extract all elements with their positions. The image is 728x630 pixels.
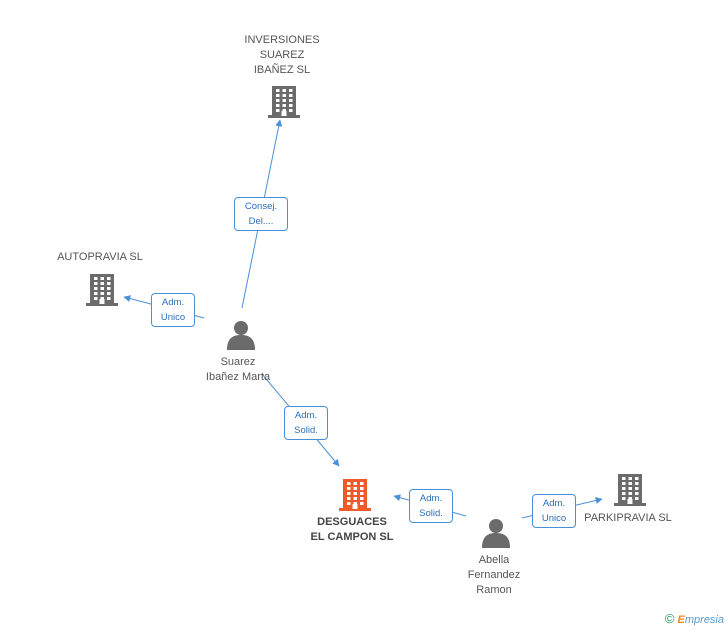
brand-initial: E xyxy=(677,614,685,626)
label-line: EL CAMPON SL xyxy=(310,531,394,543)
edge-label-line: Unico xyxy=(541,513,567,524)
edge-label-adm-unico-autopravia[interactable]: Adm. Unico xyxy=(151,293,195,327)
label-line: Ramon xyxy=(476,584,512,596)
person-icon[interactable] xyxy=(482,518,510,553)
building-icon[interactable] xyxy=(339,477,371,516)
edge-label-line: Adm. xyxy=(294,410,318,421)
label-line: AUTOPRAVIA SL xyxy=(57,251,143,263)
building-icon[interactable] xyxy=(86,272,118,311)
edge-label-adm-solid-abella[interactable]: Adm. Solid. xyxy=(409,489,453,523)
label-line: PARKIPRAVIA SL xyxy=(584,512,672,524)
node-label-parkipravia[interactable]: PARKIPRAVIA SL xyxy=(568,511,688,526)
edge-label-line: Solid. xyxy=(419,508,443,519)
edge-label-line: Adm. xyxy=(161,297,185,308)
node-label-inversiones[interactable]: INVERSIONES SUAREZ IBAÑEZ SL xyxy=(222,33,342,78)
node-label-suarez[interactable]: Suarez Ibañez Marta xyxy=(178,355,298,385)
building-icon[interactable] xyxy=(614,472,646,511)
building-icon[interactable] xyxy=(268,84,300,123)
person-icon[interactable] xyxy=(227,320,255,355)
edge-label-line: Adm. xyxy=(542,498,566,509)
brand-rest: mpresia xyxy=(684,614,724,626)
node-label-abella[interactable]: Abella Fernandez Ramon xyxy=(434,553,554,598)
edge-label-adm-solid-suarez[interactable]: Adm. Solid. xyxy=(284,406,328,440)
edge-label-line: Solid. xyxy=(294,425,318,436)
edge-label-line: Consej. xyxy=(244,201,278,212)
brand-logo: Empresia xyxy=(678,614,724,626)
node-label-autopravia[interactable]: AUTOPRAVIA SL xyxy=(40,250,160,265)
edge-label-line: Adm. xyxy=(419,493,443,504)
edge-label-line: Unico xyxy=(160,312,186,323)
brand-footer: © Empresia xyxy=(665,611,724,626)
label-line: Fernandez xyxy=(467,569,521,581)
label-line: INVERSIONES xyxy=(244,34,320,46)
label-line: Ibañez Marta xyxy=(205,371,271,383)
label-line: SUAREZ xyxy=(259,49,305,61)
label-line: DESGUACES xyxy=(317,516,387,528)
label-line: IBAÑEZ SL xyxy=(253,64,311,76)
node-label-desguaces[interactable]: DESGUACES EL CAMPON SL xyxy=(292,515,412,545)
label-line: Abella xyxy=(478,554,510,566)
edge-label-line: Del.... xyxy=(248,216,274,227)
copyright-icon: © xyxy=(664,611,675,626)
edge-label-adm-unico-parkipravia[interactable]: Adm. Unico xyxy=(532,494,576,528)
edge-label-consej[interactable]: Consej. Del.... xyxy=(234,197,288,231)
label-line: Suarez xyxy=(220,356,256,368)
